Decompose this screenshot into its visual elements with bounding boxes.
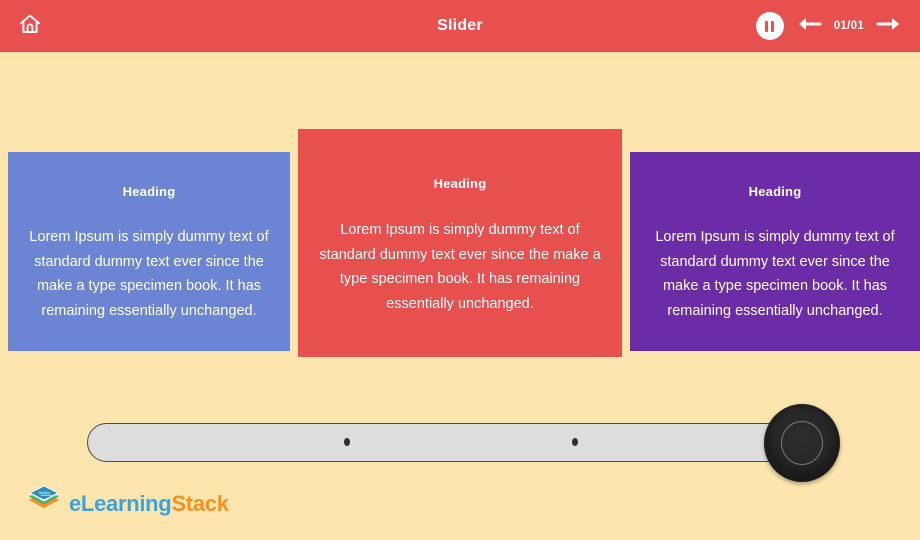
previous-button[interactable] bbox=[796, 15, 822, 38]
slide-card-1[interactable]: Heading Lorem Ipsum is simply dummy text… bbox=[8, 152, 290, 351]
card-heading: Heading bbox=[122, 184, 176, 199]
page-title: Slider bbox=[437, 17, 483, 34]
slider-thumb[interactable] bbox=[764, 404, 840, 482]
slider-control[interactable] bbox=[86, 404, 846, 486]
next-button[interactable] bbox=[876, 15, 902, 38]
home-button[interactable] bbox=[14, 10, 46, 42]
arrow-right-icon bbox=[876, 15, 902, 38]
logo-text: eLearningStack bbox=[69, 491, 229, 517]
slider-tick-1 bbox=[344, 438, 350, 446]
top-toolbar: Slider 01/01 bbox=[0, 0, 920, 52]
card-body: Lorem Ipsum is simply dummy text of stan… bbox=[319, 222, 601, 312]
home-icon bbox=[17, 11, 43, 42]
pause-icon bbox=[765, 20, 775, 32]
slider-track[interactable] bbox=[87, 423, 837, 462]
pause-button[interactable] bbox=[755, 12, 784, 40]
card-body: Lorem Ipsum is simply dummy text of stan… bbox=[29, 229, 269, 319]
slider-tick-2 bbox=[572, 438, 578, 446]
arrow-left-icon bbox=[796, 15, 822, 38]
slide-card-2[interactable]: Heading Lorem Ipsum is simply dummy text… bbox=[298, 129, 622, 357]
slide-card-3[interactable]: Heading Lorem Ipsum is simply dummy text… bbox=[630, 152, 920, 351]
logo-text-secondary: Stack bbox=[171, 490, 229, 516]
playback-controls: 01/01 bbox=[755, 0, 902, 52]
card-heading: Heading bbox=[748, 184, 802, 199]
page-counter: 01/01 bbox=[833, 20, 864, 32]
stacked-layers-icon bbox=[26, 484, 62, 523]
brand-logo: eLearningStack bbox=[26, 484, 229, 523]
card-heading: Heading bbox=[433, 176, 487, 191]
logo-text-primary: eLearning bbox=[69, 490, 172, 516]
card-body: Lorem Ipsum is simply dummy text of stan… bbox=[655, 229, 895, 319]
